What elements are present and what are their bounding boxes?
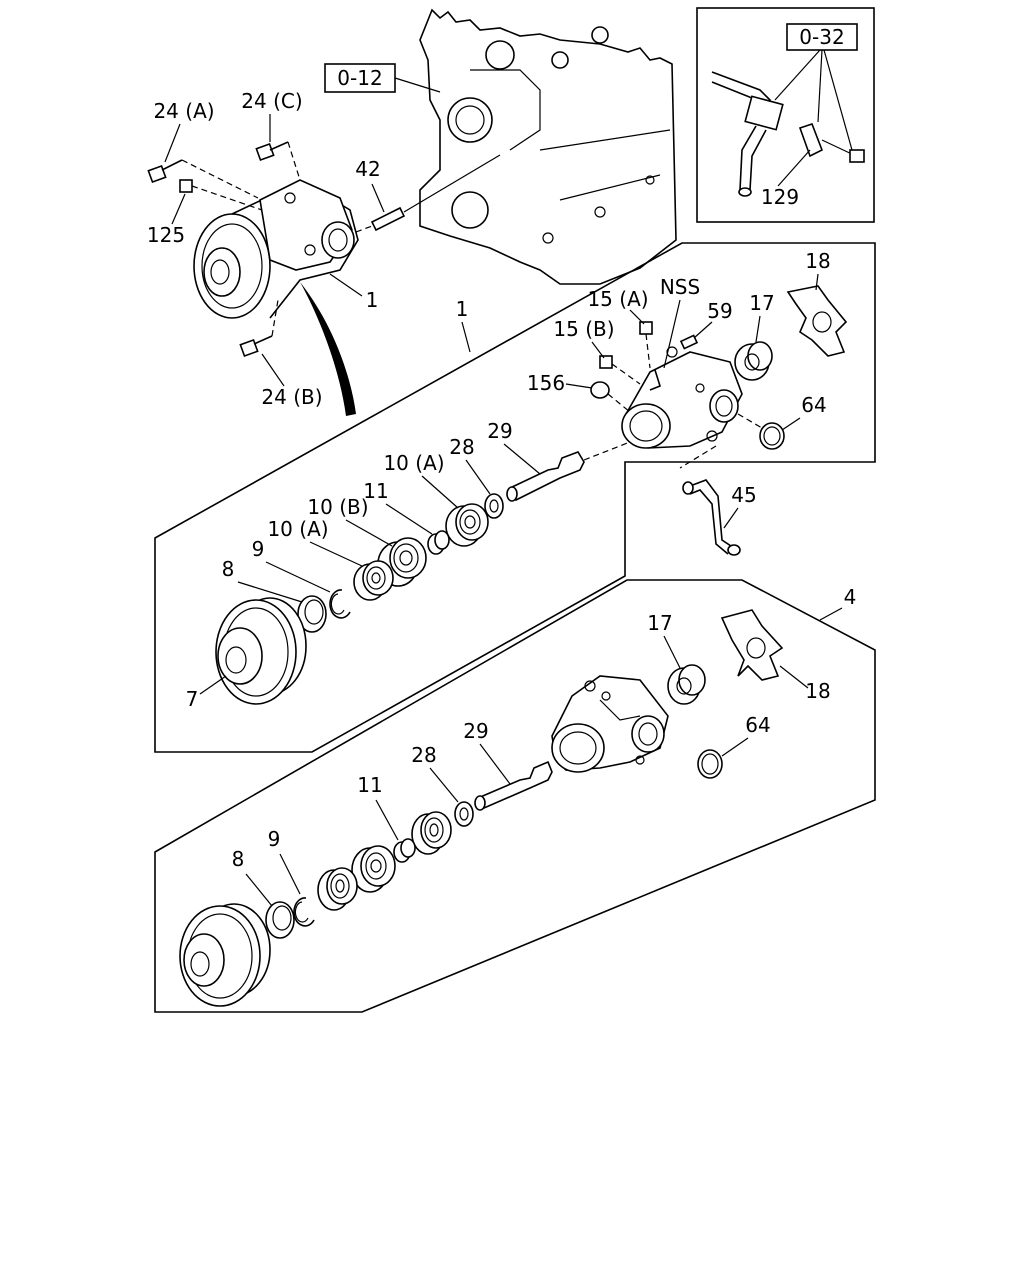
label-42: 42 (355, 157, 380, 181)
snap-ring-9-top[interactable]: 9 (252, 537, 351, 619)
bearing-10a-lower[interactable]: 10 (A) (267, 517, 394, 601)
bearing-low-2[interactable] (351, 845, 396, 893)
pipe-45[interactable]: 45 (679, 445, 757, 556)
assembled-water-pump[interactable] (193, 179, 359, 319)
label-10a-top: 10 (A) (383, 451, 444, 475)
label-156: 156 (527, 371, 565, 395)
ring-8-low[interactable]: 8 (232, 847, 295, 939)
label-125: 125 (147, 223, 185, 247)
nut-125[interactable]: 125 (147, 179, 263, 247)
label-17-top: 17 (749, 291, 774, 315)
label-129: 129 (761, 185, 799, 209)
label-nss: NSS (660, 275, 700, 299)
label-24c: 24 (C) (241, 89, 302, 113)
plug-15a[interactable]: 15 (A) (587, 287, 653, 369)
pump-housing-1[interactable] (621, 346, 743, 449)
label-10b: 10 (B) (307, 495, 368, 519)
reference-engine-label: 0-12 (337, 66, 382, 90)
shaft-29-low[interactable]: 29 (463, 719, 553, 811)
label-18-low: 18 (805, 679, 830, 703)
label-10a-lower: 10 (A) (267, 517, 328, 541)
bearing-low-3[interactable] (317, 867, 358, 911)
label-24a: 24 (A) (153, 99, 214, 123)
impeller-18-low[interactable]: 18 (720, 609, 831, 703)
stud-59[interactable]: 59 (679, 299, 733, 350)
label-29-top: 29 (487, 419, 512, 443)
label-17-low: 17 (647, 611, 672, 635)
bolt-24a[interactable]: 24 (A) (147, 99, 259, 199)
spacer-11-low[interactable]: 11 (357, 773, 416, 863)
seal-17-low[interactable]: 17 (647, 611, 706, 705)
label-11-low: 11 (357, 773, 382, 797)
bearing-10a-top[interactable]: 10 (A) (383, 451, 489, 547)
washer-28-low[interactable]: 28 (411, 743, 474, 827)
label-8-low: 8 (232, 847, 245, 871)
subassembly-4-border (154, 579, 876, 1013)
reference-box-bracket[interactable]: 0-32 (786, 23, 858, 51)
label-59: 59 (707, 299, 732, 323)
label-11-top: 11 (363, 479, 388, 503)
label-28-low: 28 (411, 743, 436, 767)
label-64-low: 64 (745, 713, 770, 737)
label-4: 4 (844, 585, 857, 609)
snap-ring-9-low[interactable]: 9 (268, 827, 315, 927)
impeller-18-top[interactable]: 18 (786, 249, 848, 357)
label-9-top: 9 (252, 537, 265, 561)
pulley-7[interactable]: 7 (186, 597, 307, 711)
o-ring-64-low[interactable]: 64 (697, 713, 771, 779)
label-18-top: 18 (805, 249, 830, 273)
spacer-11-top[interactable]: 11 (363, 479, 450, 555)
label-7: 7 (186, 687, 199, 711)
plug-15b[interactable]: 15 (B) (553, 317, 641, 385)
label-29-low: 29 (463, 719, 488, 743)
subassembly-1-border (154, 242, 876, 753)
pulley-low[interactable] (179, 903, 271, 1007)
engine-block (419, 8, 677, 285)
o-ring-64-top[interactable]: 64 (737, 393, 827, 450)
label-64-top: 64 (801, 393, 826, 417)
pump-housing-4[interactable] (551, 675, 669, 773)
label-8-top: 8 (222, 557, 235, 581)
exploded-view-pointer (300, 282, 356, 416)
label-1-main: 1 (456, 297, 469, 321)
reference-box-engine[interactable]: 0-12 (324, 63, 441, 93)
label-45: 45 (731, 483, 756, 507)
bearing-low-1[interactable] (411, 811, 452, 855)
stud-42[interactable]: 42 (355, 154, 501, 233)
washer-28-top[interactable]: 28 (449, 435, 504, 519)
reference-bracket-label: 0-32 (799, 25, 844, 49)
inset-bracket-view: 0-32 129 (696, 7, 875, 223)
shaft-29-top[interactable]: 29 (487, 419, 631, 502)
bolt-24c[interactable]: 24 (C) (241, 89, 303, 181)
label-9-low: 9 (268, 827, 281, 851)
label-24b: 24 (B) (261, 385, 322, 409)
label-15a: 15 (A) (587, 287, 648, 311)
label-28-top: 28 (449, 435, 474, 459)
label-1-top: 1 (366, 288, 379, 312)
bolt-24b[interactable]: 24 (B) (239, 299, 323, 409)
ring-8-top[interactable]: 8 (222, 557, 327, 633)
seal-17-top[interactable]: 17 (734, 291, 775, 381)
bearing-10b[interactable]: 10 (B) (307, 495, 427, 587)
sleeve-156[interactable]: 156 (527, 371, 631, 413)
label-15b: 15 (B) (553, 317, 614, 341)
